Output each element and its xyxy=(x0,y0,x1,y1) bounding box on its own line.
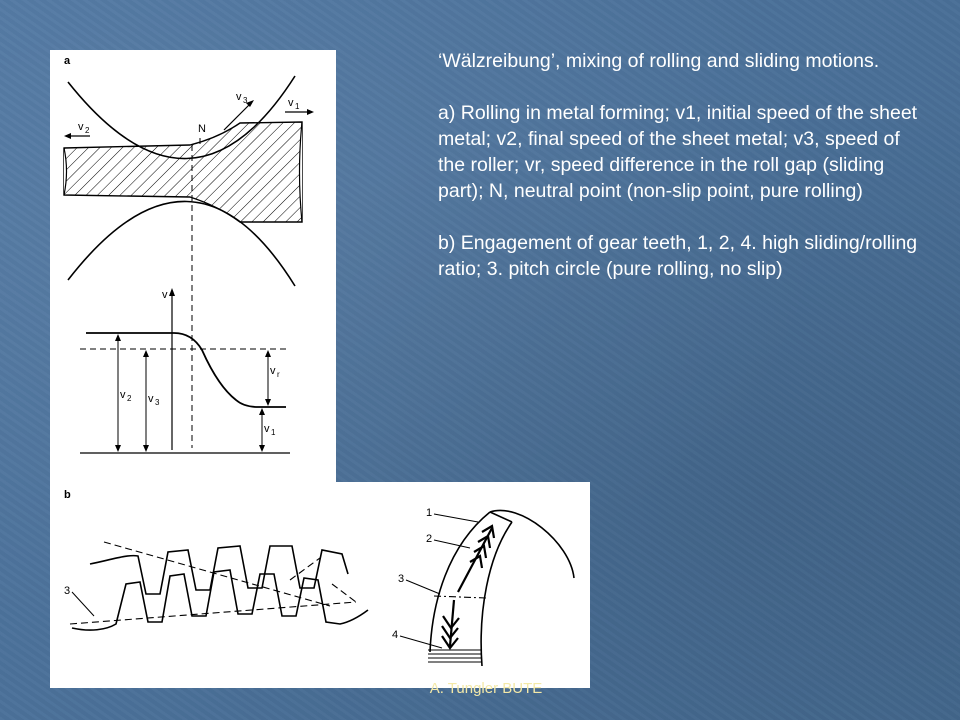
upper-sliding-arrows xyxy=(457,524,496,593)
velocity-curve xyxy=(86,332,286,408)
svg-text:v: v xyxy=(270,365,276,377)
label-4: 4 xyxy=(392,629,398,641)
svg-text:v: v xyxy=(78,121,84,133)
lower-sliding-arrows xyxy=(441,599,460,650)
svg-text:2: 2 xyxy=(85,126,90,135)
svg-text:v: v xyxy=(288,97,294,109)
sheet-break-left xyxy=(63,147,68,196)
svg-text:v: v xyxy=(148,393,154,405)
figure-b-svg: b 3 xyxy=(64,489,575,667)
svg-text:3: 3 xyxy=(155,398,160,407)
svg-text:v: v xyxy=(264,423,270,435)
svg-text:2: 2 xyxy=(127,394,132,403)
lower-pitch-line xyxy=(69,601,357,625)
neutral-point-label: N xyxy=(198,123,206,135)
figure-a-rolling: a v 2 v 1 v 3 N v xyxy=(50,50,336,482)
svg-text:1: 1 xyxy=(271,428,276,437)
svg-text:v: v xyxy=(120,389,126,401)
lower-roller xyxy=(67,200,296,287)
label-1: 1 xyxy=(426,507,432,519)
v-axis-label: v xyxy=(162,289,168,301)
label-2: 2 xyxy=(426,533,432,545)
tooth-left-flank xyxy=(429,511,491,653)
tooth-pitch-circle xyxy=(433,595,487,599)
caption-para-b: b) Engagement of gear teeth, 1, 2, 4. hi… xyxy=(438,232,918,280)
caption-line1: ‘Wälzreibung’, mixing of rolling and sli… xyxy=(438,50,880,72)
figure-a-label: a xyxy=(64,55,71,67)
upper-pitch-line xyxy=(103,541,331,607)
figure-b-gears: b 3 xyxy=(50,482,590,688)
upper-gear-teeth xyxy=(89,545,349,595)
footer-author: A. Tungler BUTE xyxy=(429,680,543,697)
caption-text: ‘Wälzreibung’, mixing of rolling and sli… xyxy=(438,48,928,308)
label-3: 3 xyxy=(398,573,404,585)
figure-b-label: b xyxy=(64,489,71,501)
pitch-circle-label-left: 3 xyxy=(64,585,70,597)
caption-para-a: a) Rolling in metal forming; v1, initial… xyxy=(438,102,918,202)
tooth-outer-arc xyxy=(489,509,575,579)
tooth-right-flank xyxy=(480,521,513,667)
svg-text:r: r xyxy=(277,370,280,379)
sheet-metal xyxy=(63,121,303,223)
sheet-break-right xyxy=(298,121,303,223)
figure-a-svg: a v 2 v 1 v 3 N v xyxy=(63,55,314,454)
svg-text:v: v xyxy=(236,91,242,103)
svg-text:1: 1 xyxy=(295,102,300,111)
lower-gear-teeth xyxy=(71,569,369,631)
svg-text:3: 3 xyxy=(243,96,248,105)
